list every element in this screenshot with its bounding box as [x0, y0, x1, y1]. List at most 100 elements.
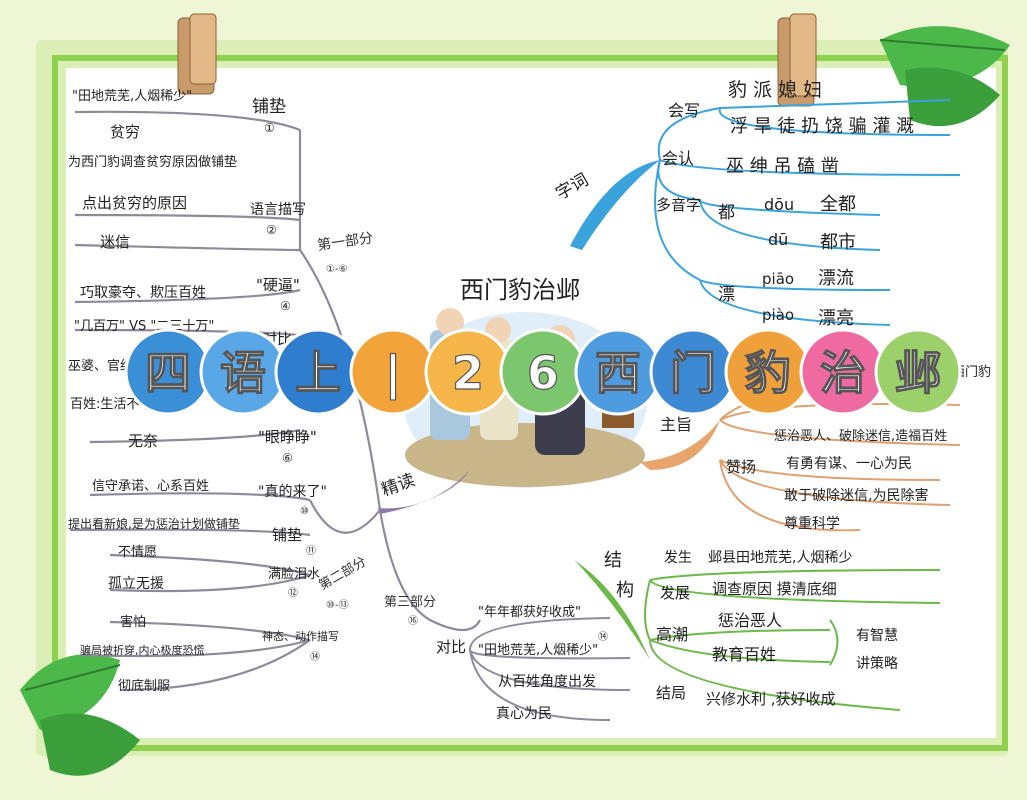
left-p1-g1-item0: 点出贫穷的原因 [82, 194, 187, 212]
part3-label: 第三部分 [384, 595, 436, 610]
left-p1-g0-item1: 贫穷 [110, 123, 140, 141]
zici-duoyin-py00: dōu [764, 195, 794, 214]
jiegou-side-note1: 讲策略 [856, 655, 898, 672]
left-p2-g1-num: ⑪ [306, 545, 316, 557]
left-p1-g4-label: "眼睁睁" [258, 428, 317, 446]
left-p1-g4-item1: 无奈 [128, 432, 158, 450]
banner-char-3: | [385, 346, 402, 401]
banner-char-8: 豹 [745, 346, 791, 400]
zici-swoosh [570, 160, 660, 250]
zici-duoyin-word00: 全都 [820, 194, 856, 215]
jiegou-row1-label: 发展 [660, 584, 690, 602]
left-p2-g1-item0: 提出看新娘,是为惩治计划做铺垫 [68, 516, 240, 531]
jiegou-side-note0: 有智慧 [856, 628, 898, 644]
left-p2-g2-item0: 不情愿 [118, 545, 157, 560]
left-p1-g3-item0: "几百万" VS "二三十万" [74, 319, 214, 334]
jiegou-row3-text: 教育百姓 [712, 645, 776, 664]
banner-char-10: 邺 [895, 346, 941, 400]
left-part1-range: ①-⑥ [326, 264, 348, 275]
zici-lines [654, 99, 961, 326]
part3-item2: 从百姓角度出发 [498, 674, 596, 690]
left-p2-g0-item0: 信守承诺、心系百姓 [92, 479, 209, 494]
left-p2-g0-num: ⑩ [300, 506, 309, 517]
branch-lines-left [69, 110, 481, 692]
leaf-bottom-left-icon [20, 654, 140, 776]
left-p1-g0-label: 铺垫 [252, 97, 286, 117]
left-p2-g3-num: ⑭ [310, 651, 320, 663]
left-p1-g4-num: ⑥ [282, 451, 293, 465]
left-p1-g0-item0: "田地荒芜,人烟稀少" [72, 89, 192, 104]
left-p1-g0-item2: 为西门豹调查贫穷原因做铺垫 [68, 154, 237, 170]
zhuzhi-item1: 惩治恶人、破除迷信,造福百姓 [774, 429, 947, 444]
left-p2-g0-label: "真的来了" [258, 484, 327, 500]
banner-char-4: 2 [452, 346, 484, 400]
left-p1-g3-item1: 巫婆、官绅 [68, 358, 133, 374]
left-p2-g1-label: 铺垫 [272, 526, 302, 544]
part3-item0: "年年都获好收成" [478, 605, 581, 620]
clothespin-left-icon [177, 13, 217, 95]
center-title: 西门豹治邺 [460, 276, 580, 304]
left-p1-g1-num: ② [266, 223, 277, 237]
jiegou-row1-text: 调查原因 摸清底细 [712, 580, 837, 598]
left-p2-g3-item2: 彻底制服 [118, 678, 170, 694]
left-p1-g1-item1: 迷信 [100, 233, 130, 251]
zhuzhi-zanyang-item0: 有勇有谋、一心为民 [786, 456, 912, 472]
part3-num: ⑯ [408, 615, 418, 627]
zhuzhi-swoosh [640, 420, 720, 470]
jingdu-swoosh [378, 470, 470, 514]
left-p2-g2-label: 满脸泪水 [268, 567, 320, 582]
jiegou-row0-label: 发生 [664, 550, 692, 566]
jiegou-label-bottom: 构 [616, 580, 634, 601]
banner-circle-10 [874, 328, 962, 416]
zici-duoyin-py01: dū [768, 230, 788, 249]
jiegou-label-top: 结 [604, 550, 622, 571]
jiegou-row4-label: 结局 [656, 684, 686, 702]
board-frame [52, 55, 1008, 751]
left-p1-g1-label: 语言描写 [250, 202, 306, 218]
left-p1-g2-num: ④ [280, 299, 291, 313]
zhuzhi-label: 主旨 [660, 415, 692, 434]
left-p2-g3-item0: 害怕 [120, 614, 146, 630]
left-part2-range: ⑩-⑬ [326, 599, 349, 611]
part3-lines [469, 617, 631, 721]
jiegou-lines [644, 569, 941, 711]
zici-huiren-row: 巫 绅 吊 磕 凿 [726, 156, 839, 177]
banner-char-6: 西 [595, 346, 641, 400]
banner-char-2: 上 [295, 346, 341, 400]
zici-duoyin-py10b: piāo [762, 270, 794, 288]
left-p1-g2-item0: 巧取豪夺、欺压百姓 [80, 285, 206, 301]
zici-duoyin-word10: 漂流 [818, 268, 854, 289]
part3-item1: "田地荒芜,人烟稀少" [478, 643, 598, 658]
part3-item3: 真心为民 [496, 706, 552, 722]
banner-char-9: 治 [820, 346, 866, 400]
part3-duibi-num: ⑭ [598, 631, 608, 643]
zici-duoyin-word01: 都市 [820, 232, 856, 253]
left-p2-g3-label: 神态、动作描写 [262, 629, 339, 643]
banner-char-1: 语 [220, 346, 266, 400]
left-p1-g0-num: ① [264, 121, 275, 135]
banner-char-5: 6 [527, 346, 559, 400]
banner-char-7: 门 [670, 346, 716, 400]
left-p1-g2-label: "硬逼" [256, 276, 300, 294]
zici-duoyin-py11: piào [762, 306, 794, 324]
zici-duoyin-char1: 漂 [718, 285, 735, 305]
leaf-top-right-icon [879, 26, 1010, 127]
zici-huixie-row0: 豹 派 媳 妇 [728, 79, 822, 101]
jiegou-row2-text: 惩治恶人 [718, 611, 782, 630]
zhuzhi-zanyang-item1: 敢于破除迷信,为民除害 [784, 488, 928, 504]
jiegou-row4-text: 兴修水利 ,获好收成 [706, 690, 836, 708]
zici-duoyin-label: 多音字 [656, 196, 701, 214]
part3-duibi: 对比 [436, 638, 466, 656]
left-p2-g3-item1: 骗局被折穿,内心极度恐慌 [80, 643, 205, 657]
zici-duoyin-char0: 都 [718, 203, 735, 223]
left-p2-g2-item1: 孤立无援 [108, 576, 164, 592]
jiegou-row0-text: 邺县田地荒芜,人烟稀少 [708, 549, 852, 566]
zhuzhi-zanyang-label: 赞扬 [726, 458, 756, 476]
banner-char-0: 四 [145, 346, 191, 400]
jiegou-row2-label: 高潮 [656, 625, 688, 644]
left-p2-g2-num: ⑫ [288, 587, 298, 599]
zici-huixie-row1: 浮 旱 徒 扔 饶 骗 灌 溉 [730, 116, 914, 137]
clothespin-right-icon [777, 13, 817, 107]
